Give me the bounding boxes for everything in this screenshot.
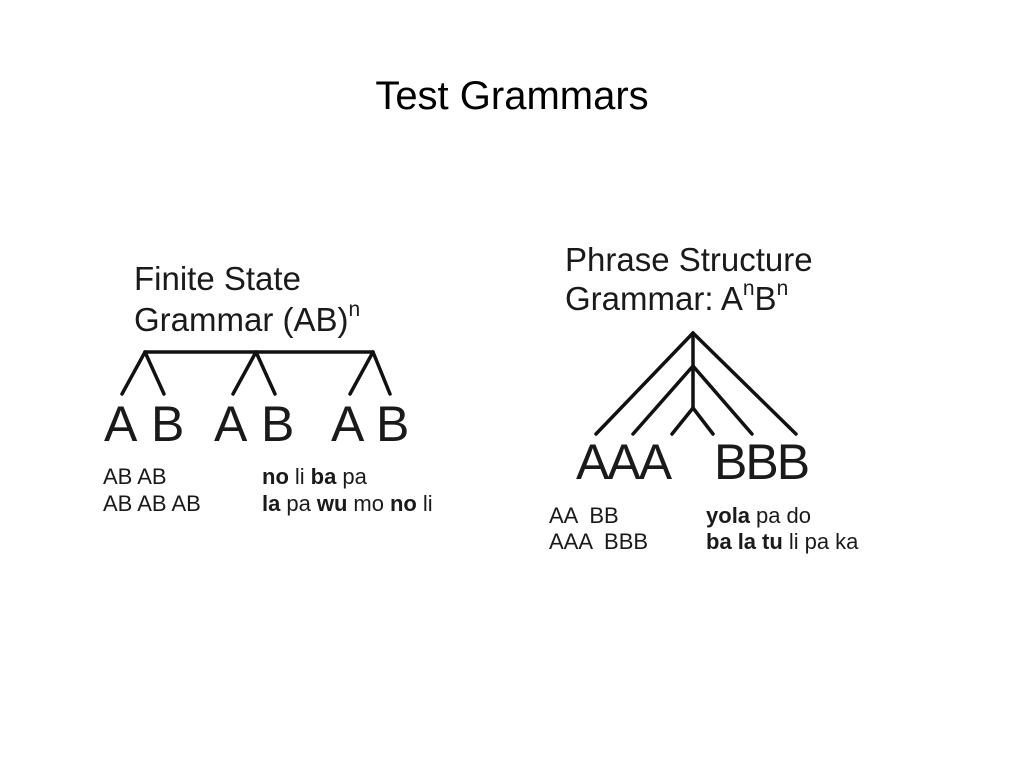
syllable: ba — [706, 529, 732, 554]
psg-heading-b: B — [754, 280, 777, 317]
syllable: li — [788, 529, 799, 554]
syllable: mo — [353, 491, 384, 516]
fsg-heading-text: Grammar (AB) — [134, 301, 349, 338]
syllable: la — [737, 529, 757, 554]
fsg-heading-line1: Finite State — [134, 260, 301, 297]
fsg-heading-exponent: n — [348, 298, 361, 321]
fsg-example: AB AB — [103, 464, 167, 489]
psg-group-a: AAA — [576, 434, 672, 490]
syllable: wu — [316, 491, 348, 516]
psg-heading-line2: Grammar: AnBn — [565, 277, 789, 318]
fsg-branch — [348, 350, 375, 396]
syllable: li — [294, 464, 305, 489]
fsg-heading-line2: Grammar (AB)n — [134, 298, 361, 339]
syllable: do — [786, 503, 812, 528]
syllable: ka — [835, 529, 859, 554]
fsg-letter-b: B — [151, 396, 185, 452]
syllable: la — [731, 503, 751, 528]
syllable: pa — [342, 464, 367, 489]
syllable: no — [262, 464, 289, 489]
fsg-letter-b: B — [376, 396, 410, 452]
slide-title: Test Grammars — [375, 74, 649, 118]
psg-branch — [670, 406, 695, 436]
fsg-branch — [254, 350, 277, 396]
syllable: pa — [804, 529, 830, 554]
psg-branch — [594, 331, 695, 436]
syllable: ba — [310, 464, 337, 489]
syllable: pa — [286, 491, 311, 516]
fsg-letter-a: A — [331, 396, 365, 452]
syllable: la — [262, 491, 281, 516]
psg-example: AAA BBB — [549, 529, 649, 554]
psg-branch — [631, 364, 695, 436]
fsg-branch — [371, 350, 392, 396]
syllable: pa — [756, 503, 781, 528]
syllable: tu — [762, 529, 783, 554]
psg-group-b: BBB — [714, 434, 810, 490]
psg-heading-line1: Phrase Structure — [565, 241, 813, 278]
syllable: no — [389, 491, 417, 516]
fsg-letter-a: A — [214, 396, 248, 452]
psg-example: AA BB — [549, 503, 619, 528]
fsg-letter-b: B — [261, 396, 295, 452]
fsg-example: AB AB AB — [103, 491, 201, 516]
fsg-branch — [231, 350, 258, 396]
syllable: li — [422, 491, 433, 516]
psg-branch — [691, 364, 754, 436]
psg-heading-exponent: n — [742, 277, 755, 300]
psg-heading-text: Grammar: A — [565, 280, 743, 317]
psg-branch — [691, 406, 715, 436]
psg-heading-exponent: n — [776, 277, 789, 300]
syllable: yo — [706, 503, 732, 528]
psg-branch — [691, 331, 798, 436]
fsg-letter-a: A — [104, 396, 138, 452]
fsg-branch — [143, 350, 166, 396]
fsg-branch — [120, 350, 147, 396]
